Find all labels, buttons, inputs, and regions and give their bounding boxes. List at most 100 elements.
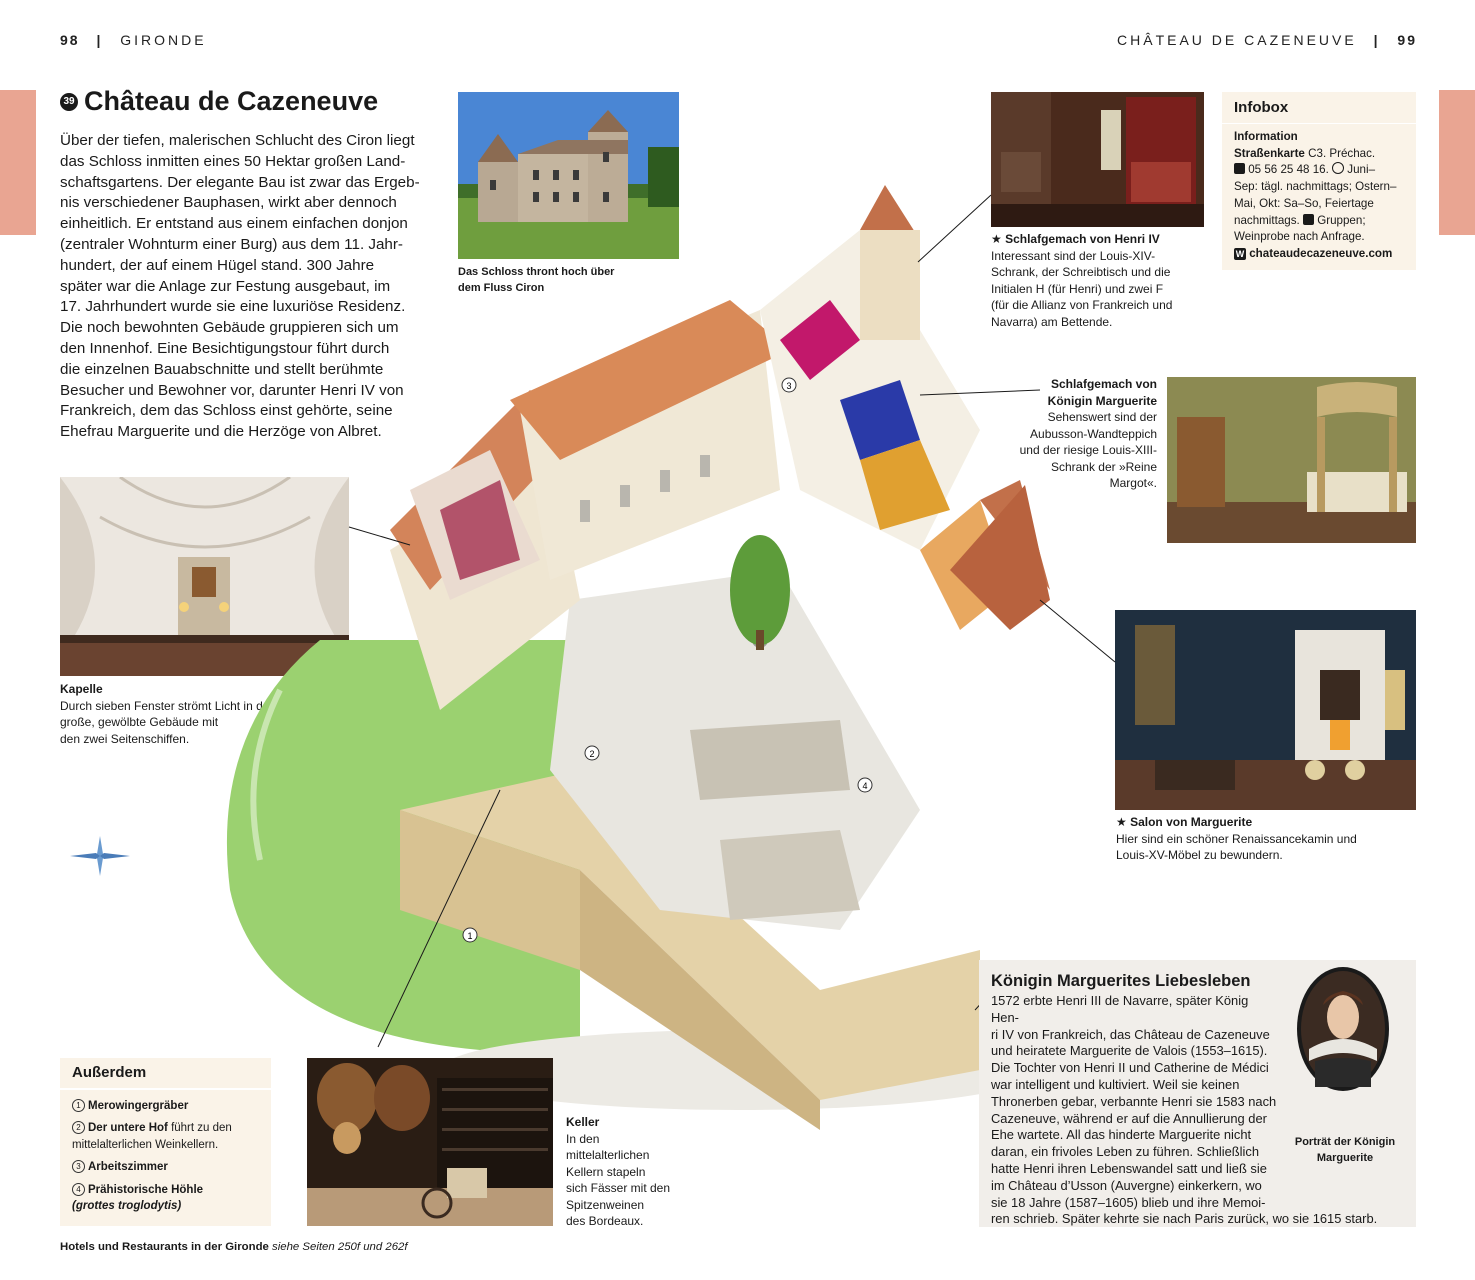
intro-text: Über der tiefen, malerischen Schlucht de… <box>60 131 440 443</box>
caption-cellar: Keller In den mittelalterlichen Kellern … <box>566 1114 706 1230</box>
info-label: Information <box>1234 130 1298 143</box>
thumb-tab-right <box>1439 90 1475 235</box>
hours-text: nachmittags. <box>1234 213 1300 227</box>
story-line: Thronerben gebar, verbannte Henri sie 15… <box>991 1093 1277 1109</box>
story-title: Königin Marguerites Liebesleben <box>991 972 1251 990</box>
caption-line: Durch sieben Fenster strömt Licht in das <box>60 698 276 713</box>
map-label: Straßenkarte <box>1234 146 1305 160</box>
groups-text: Gruppen; <box>1317 213 1366 227</box>
head-divider: | <box>96 32 104 48</box>
item-number: 4 <box>72 1182 85 1196</box>
story-line: daran, ein frivoles Leben zu führen. Sch… <box>991 1144 1259 1160</box>
item-title: Arbeitszimmer <box>88 1161 168 1174</box>
phone-icon <box>1234 163 1245 175</box>
caption-line: große, gewölbte Gebäude mit <box>60 715 219 729</box>
hours-text: Juni– <box>1347 163 1376 177</box>
photo-henri-bedroom <box>991 92 1204 227</box>
caption-line: In den <box>566 1131 600 1146</box>
intro-line: einheitlich. Er entstand aus einem einfa… <box>60 215 408 233</box>
story-line: war intelligent und kultiviert. Weil sie… <box>991 1076 1240 1092</box>
story-line: hatte Henri ihren Lebenswandel satt und … <box>991 1160 1267 1176</box>
caption-line: den zwei Seitenschiffen. <box>60 731 190 746</box>
item-number: 3 <box>72 1160 85 1174</box>
item-title: Prähistorische Höhle <box>88 1183 204 1196</box>
caption-title: Königin Marguerite <box>1047 393 1157 408</box>
caption-line: sich Fässer mit den <box>566 1181 671 1195</box>
item-title: Der untere Hof <box>88 1122 168 1135</box>
wheelchair-icon <box>1302 213 1314 225</box>
caption-line: Margot«. <box>1109 476 1157 490</box>
footer-italic: siehe Seiten 250f und 262f <box>268 1241 408 1253</box>
portrait-caption: Porträt der Königin Marguerite <box>1287 1134 1403 1166</box>
infobox-body: Information Straßenkarte C3. Préchac. 05… <box>1222 124 1416 263</box>
caption-line: dem Fluss Ciron <box>458 282 545 294</box>
item-text: (grottes troglodytis) <box>72 1200 182 1213</box>
clock-icon <box>1332 162 1345 175</box>
intro-line: Ehefrau Marguerite und die Herzöge von A… <box>60 423 382 441</box>
story-line: im Château d’Usson (Auvergne) einkerkern… <box>991 1177 1262 1193</box>
caption-line: Marguerite <box>1316 1152 1374 1164</box>
caption-line: Schrank der »Reine <box>1050 459 1157 474</box>
sight-number-badge: 39 <box>60 92 78 111</box>
page-number-right: 99 <box>1397 32 1417 48</box>
ausserdem-title: Außerdem <box>72 1064 147 1081</box>
photo-cellar <box>307 1058 553 1226</box>
footer-bold: Hotels und Restaurants in der Gironde <box>60 1241 269 1253</box>
story-last-line: ren schrieb. Später kehrte sie nach Pari… <box>991 1211 1378 1227</box>
caption-line: Spitzenweinen <box>566 1197 645 1212</box>
story-box: Königin Marguerites Liebesleben 1572 erb… <box>979 960 1416 1227</box>
caption-title: ★ Salon von Marguerite <box>1116 815 1253 829</box>
page-title: 39 Château de Cazeneuve <box>60 86 378 117</box>
infobox: Infobox Information Straßenkarte C3. Pré… <box>1222 92 1416 270</box>
head-divider: | <box>1373 32 1381 48</box>
caption-line: und der riesige Louis-XIII- <box>1019 443 1157 457</box>
caption-line: mittelalterlichen <box>566 1148 650 1162</box>
section-name-right: CHÂTEAU DE CAZENEUVE <box>1117 32 1357 48</box>
portrait-marguerite <box>1295 965 1391 1093</box>
intro-line: das Schloss inmitten eines 50 Hektar gro… <box>60 152 406 170</box>
caption-line: Interessant sind der Louis-XIV- <box>991 248 1156 263</box>
intro-line: Über der tiefen, malerischen Schlucht de… <box>60 132 415 149</box>
photo-castle-caption: Das Schloss thront hoch über dem Fluss C… <box>458 264 614 296</box>
caption-line: Schrank, der Schreibtisch und die <box>991 265 1171 279</box>
map-value: C3. Préchac. <box>1308 146 1376 160</box>
caption-salon: ★ Salon von Marguerite Hier sind ein sch… <box>1116 814 1416 864</box>
intro-line: später war die Anlage zur Festung ausgeb… <box>60 277 391 295</box>
story-line: 1572 erbte Henri III de Navarre, später … <box>991 993 1249 1025</box>
story-line: Die Tochter von Henri II und Catherine d… <box>991 1060 1269 1076</box>
diagram-marker-3: 3 <box>786 381 791 391</box>
page-number-left: 98 <box>60 32 80 48</box>
caption-line: Louis-XV-Möbel zu bewundern. <box>1116 848 1283 862</box>
caption-line: Hier sind ein schöner Renaissancekamin u… <box>1116 831 1357 846</box>
item-number: 1 <box>72 1099 85 1112</box>
diagram-marker-2: 2 <box>589 749 594 759</box>
caption-marguerite-bedroom: Schlafgemach von Königin Marguerite Sehe… <box>985 376 1157 492</box>
running-head-left: 98 | GIRONDE <box>60 32 207 48</box>
caption-title: Kapelle <box>60 682 103 696</box>
caption-line: Das Schloss thront hoch über <box>458 266 615 278</box>
story-line: ri IV von Frankreich, das Château de Caz… <box>991 1026 1270 1042</box>
caption-title: ★ Schlafgemach von Henri IV <box>991 232 1160 246</box>
story-line: sie 18 Jahre (1587–1605) blieb und ihre … <box>991 1194 1266 1210</box>
intro-line: hundert, der auf einem Hügel stand. 300 … <box>60 256 375 274</box>
page-title-text: Château de Cazeneuve <box>84 86 379 116</box>
web-icon: W <box>1234 247 1246 260</box>
intro-line: Die noch bewohnten Gebäude gruppieren si… <box>60 319 399 337</box>
caption-chapel: Kapelle Durch sieben Fenster strömt Lich… <box>60 681 320 747</box>
story-line: Ehe wartete. All das hinderte Marguerite… <box>991 1127 1252 1143</box>
item-number: 2 <box>72 1121 85 1135</box>
intro-line: schaftsgartens. Der elegante Bau ist zwa… <box>60 173 420 191</box>
item-text: mittelalterlichen Weinkellern. <box>72 1138 219 1151</box>
website-link[interactable]: chateaudecazeneuve.com <box>1249 246 1393 260</box>
story-line: und heiratete Marguerite de Valois (1553… <box>991 1043 1268 1059</box>
infobox-title: Infobox <box>1234 99 1289 116</box>
intro-line: Frankreich, dem das Schloss einst gehört… <box>60 402 393 420</box>
caption-title: Schlafgemach von <box>1050 377 1157 391</box>
intro-line: die einzelnen Bauabschnitte und stellt b… <box>60 360 384 378</box>
compass-rose-icon <box>70 832 130 880</box>
running-head-right: CHÂTEAU DE CAZENEUVE | 99 <box>1117 32 1417 48</box>
